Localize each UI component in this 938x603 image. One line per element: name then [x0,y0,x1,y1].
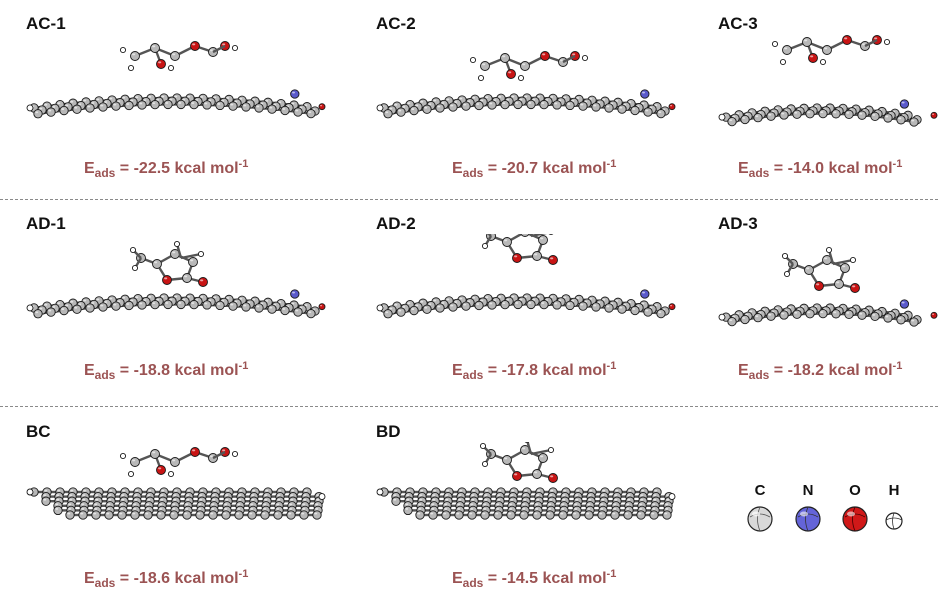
legend-symbol: H [876,482,912,499]
panel-label: AD-3 [718,214,758,234]
molecule-structure-ac-3 [712,34,938,144]
adsorption-energy: Eads = -22.5 kcal mol-1 [84,158,248,180]
panel-label: AC-1 [26,14,66,34]
adsorption-energy: Eads = -18.2 kcal mol-1 [738,360,902,382]
panel-label: AC-3 [718,14,758,34]
legend-item-hydrogen: H [876,482,912,533]
adsorption-energy: Eads = -20.7 kcal mol-1 [452,158,616,180]
adsorption-energy: Eads = -18.6 kcal mol-1 [84,568,248,590]
panel-label: AD-2 [376,214,416,234]
legend-item-carbon: C [742,482,778,533]
adsorption-energy: Eads = -17.8 kcal mol-1 [452,360,616,382]
molecule-structure-ac-1 [20,34,330,144]
molecule-structure-bd [370,442,680,582]
adsorption-energy: Eads = -14.0 kcal mol-1 [738,158,902,180]
legend-symbol: O [837,482,873,499]
panel-bc: BC Eads = -18.6 kcal mol-1 [0,408,300,603]
row-divider [0,406,938,407]
panel-label: AD-1 [26,214,66,234]
carbon-atom-icon [746,505,774,533]
panel-label: BD [376,422,401,442]
adsorption-energy: Eads = -14.5 kcal mol-1 [452,568,616,590]
panel-label: BC [26,422,51,442]
molecule-structure-bc [20,442,330,582]
panel-ac-2: AC-2 Eads = -20.7 kcal mol-1 [350,0,650,195]
panel-ad-3: AD-3 Eads = -18.2 kcal mol-1 [692,200,938,395]
adsorption-energy: Eads = -18.8 kcal mol-1 [84,360,248,382]
molecule-structure-ad-1 [20,234,330,344]
legend-symbol: C [742,482,778,499]
panel-ad-2: AD-2 Eads = -17.8 kcal mol-1 [350,200,650,395]
legend-item-nitrogen: N [790,482,826,533]
molecule-structure-ad-3 [712,234,938,344]
panel-ac-1: AC-1 Eads = -22.5 kcal mol-1 [0,0,300,195]
panel-ac-3: AC-3 Eads = -14.0 kcal mol-1 [692,0,938,195]
legend-symbol: N [790,482,826,499]
legend-item-oxygen: O [837,482,873,533]
panel-bd: BD Eads = -14.5 kcal mol-1 [350,408,650,603]
molecule-structure-ac-2 [370,34,680,144]
panel-label: AC-2 [376,14,416,34]
oxygen-atom-icon [841,505,869,533]
atom-legend: C N O H [742,482,912,552]
panel-ad-1: AD-1 Eads = -18.8 kcal mol-1 [0,200,300,395]
hydrogen-atom-icon [880,505,908,533]
molecule-structure-ad-2 [370,234,680,344]
nitrogen-atom-icon [794,505,822,533]
